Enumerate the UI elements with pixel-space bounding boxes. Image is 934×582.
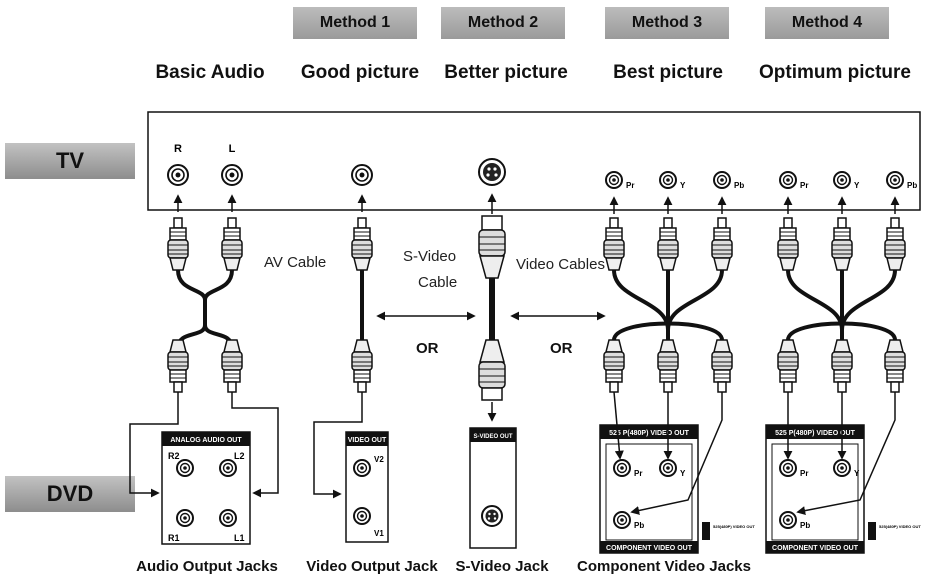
component-panel-m4: 525 P(480P) VIDEO OUT Pr Y Pb COMPONENT … xyxy=(765,424,921,554)
svideo-cable xyxy=(478,215,506,422)
tv-jack-r-label: R xyxy=(174,143,182,155)
video-out-label: VIDEO OUT xyxy=(348,437,387,444)
audio-output-panel: ANALOG AUDIO OUT R2 L2 R1 L1 xyxy=(161,431,251,545)
tv-y-label-m3: Y xyxy=(680,181,686,190)
dvd-badge: DVD xyxy=(5,476,135,512)
svideo-out-label: S-VIDEO OUT xyxy=(473,434,512,440)
tv-audio-right-jack xyxy=(167,164,189,186)
optimum-picture-label: Optimum picture xyxy=(758,62,912,83)
dvd-pb-label-m4: Pb xyxy=(800,521,810,530)
method-3-badge: Method 3 xyxy=(605,7,729,39)
component-header-m3: 525 P(480P) VIDEO OUT xyxy=(609,430,689,437)
tv-pr-label-m3: Pr xyxy=(626,181,634,190)
tv-back-panel xyxy=(147,111,921,211)
tv-video-jack xyxy=(351,164,373,186)
av-cable-label: AV Cable xyxy=(264,254,327,271)
tv-pr-label-m4: Pr xyxy=(800,181,808,190)
svideo-jack-label: S-Video Jack xyxy=(455,558,549,575)
best-picture-label: Best picture xyxy=(613,62,723,83)
dvd-pb-label-m3: Pb xyxy=(634,521,644,530)
audio-r1-label: R1 xyxy=(168,533,180,543)
tv-pr-jack-m3 xyxy=(605,171,623,189)
component-switch-m4: 525(480P) VIDEO OUT xyxy=(879,524,921,529)
tv-pr-jack-m4 xyxy=(779,171,797,189)
tv-pb-label-m3: Pb xyxy=(734,181,744,190)
video-output-jack-label: Video Output Jack xyxy=(306,558,438,575)
component-cable-m3 xyxy=(603,217,733,393)
component-video-jacks-label: Component Video Jacks xyxy=(577,558,751,575)
component-panel-m3: 525 P(480P) VIDEO OUT Pr Y Pb COMPONENT … xyxy=(599,424,755,554)
tv-svideo-jack xyxy=(478,158,506,186)
tv-y-jack-m4 xyxy=(833,171,851,189)
component-footer-m4: COMPONENT VIDEO OUT xyxy=(772,545,859,552)
component-footer-m3: COMPONENT VIDEO OUT xyxy=(606,545,693,552)
method-4-badge: Method 4 xyxy=(765,7,889,39)
or-label-right: OR xyxy=(550,340,573,357)
dvd-pr-label-m4: Pr xyxy=(800,469,808,478)
tv-pb-label-m4: Pb xyxy=(907,181,917,190)
video-output-panel: VIDEO OUT V2 V1 xyxy=(345,431,389,543)
tv-pb-jack-m3 xyxy=(713,171,731,189)
video-cables-label: Video Cables xyxy=(516,256,605,273)
component-header-m4: 525 P(480P) VIDEO OUT xyxy=(775,430,855,437)
svideo-cable-label-line2: Cable xyxy=(418,274,458,291)
or-label-left: OR xyxy=(416,340,439,357)
method-1-badge: Method 1 xyxy=(293,7,417,39)
audio-l1-label: L1 xyxy=(234,533,245,543)
tv-audio-left-jack xyxy=(221,164,243,186)
video-cable xyxy=(351,217,373,393)
basic-audio-label: Basic Audio xyxy=(155,62,265,83)
component-cable-m4 xyxy=(777,217,906,393)
audio-r2-label: R2 xyxy=(168,451,180,461)
tv-pb-jack-m4 xyxy=(886,171,904,189)
component-switch-m3: 525(480P) VIDEO OUT xyxy=(713,524,755,529)
dvd-y-label-m3: Y xyxy=(680,469,686,478)
video-v2-label: V2 xyxy=(374,455,384,464)
tv-y-label-m4: Y xyxy=(854,181,860,190)
tv-badge: TV xyxy=(5,143,135,179)
dvd-y-label-m4: Y xyxy=(854,469,860,478)
good-picture-label: Good picture xyxy=(300,62,420,83)
dvd-pr-label-m3: Pr xyxy=(634,469,642,478)
tv-y-jack-m3 xyxy=(659,171,677,189)
better-picture-label: Better picture xyxy=(444,62,568,83)
audio-l2-label: L2 xyxy=(234,451,245,461)
av-audio-cable xyxy=(167,217,243,393)
svideo-cable-label-line1: S-Video xyxy=(403,248,457,265)
analog-audio-out-label: ANALOG AUDIO OUT xyxy=(170,437,242,444)
tv-jack-l-label: L xyxy=(229,143,236,155)
svideo-output-panel: S-VIDEO OUT xyxy=(469,427,517,549)
method-2-badge: Method 2 xyxy=(441,7,565,39)
video-v1-label: V1 xyxy=(374,529,384,538)
audio-output-jacks-label: Audio Output Jacks xyxy=(136,558,278,575)
